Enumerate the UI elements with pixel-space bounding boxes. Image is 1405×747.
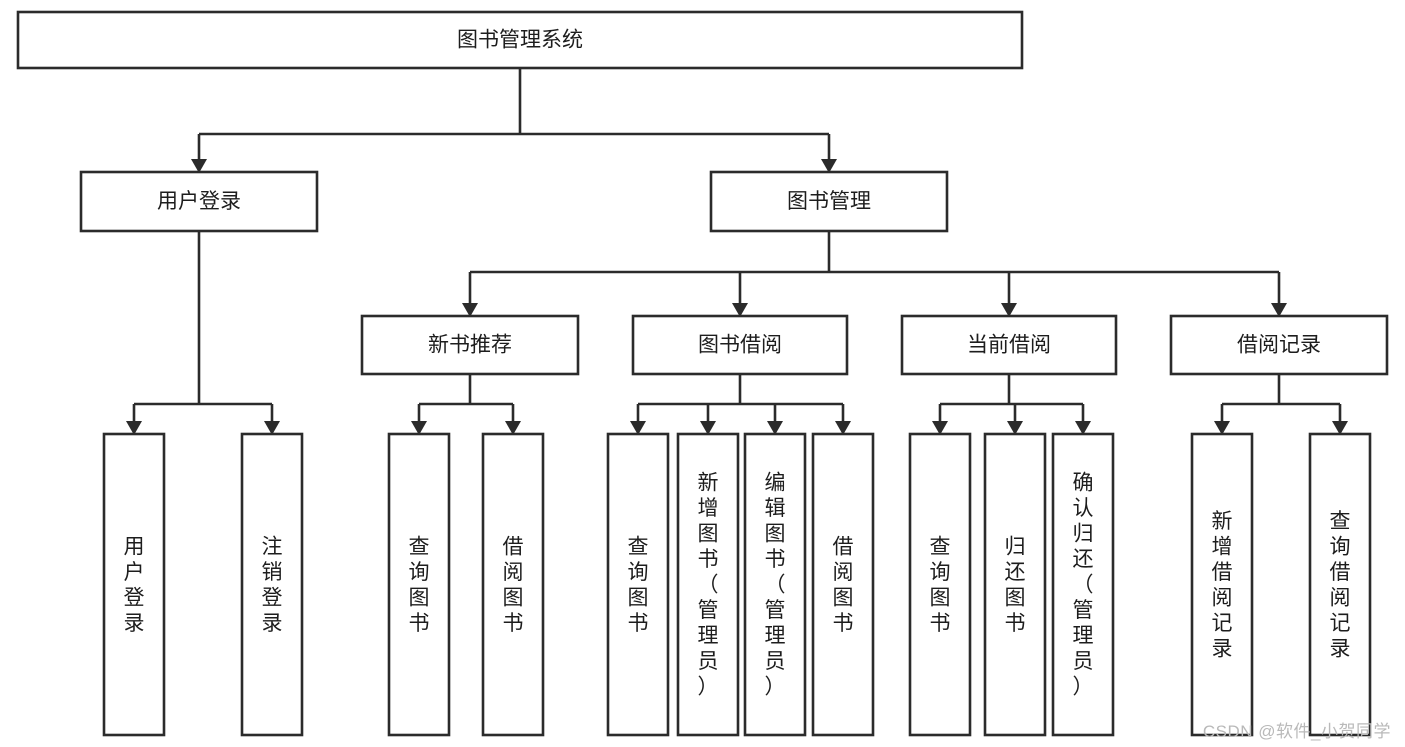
arrow-head-leaf-confirm-return	[1075, 421, 1091, 435]
node-leaf-borrow-book-new[interactable]: 借阅图书	[481, 432, 545, 737]
node-box-current-borrow	[900, 314, 1118, 376]
node-label-leaf-confirm-return: 确认归还（管理员）	[1073, 472, 1094, 699]
node-leaf-return-book[interactable]: 归还图书	[983, 432, 1047, 737]
node-box-leaf-logout	[240, 432, 304, 737]
node-leaf-query-book-borrow[interactable]: 查询图书	[606, 432, 670, 737]
node-box-book-borrow	[631, 314, 849, 376]
node-leaf-query-book-new[interactable]: 查询图书	[387, 432, 451, 737]
node-label-new-book-recommend: 新书推荐	[428, 334, 512, 357]
edges-from-new-book-recommend	[411, 374, 521, 435]
node-box-root	[16, 10, 1024, 70]
arrow-head-leaf-query-book-borrow	[630, 421, 646, 435]
node-label-leaf-edit-book: 编辑图书（管理员）	[765, 472, 786, 699]
node-box-leaf-query-record	[1308, 432, 1372, 737]
arrow-head-book-borrow	[732, 303, 748, 317]
node-box-leaf-query-book-borrow	[606, 432, 670, 737]
edges-from-user-login	[126, 231, 280, 435]
arrow-head-leaf-user-login	[126, 421, 142, 435]
node-box-leaf-query-book-current	[908, 432, 972, 737]
node-box-leaf-edit-book	[743, 432, 807, 737]
node-label-leaf-add-book: 新增图书（管理员）	[698, 472, 719, 699]
node-current-borrow[interactable]: 当前借阅	[900, 314, 1118, 376]
node-leaf-user-login[interactable]: 用户登录	[102, 432, 166, 737]
node-box-leaf-add-record	[1190, 432, 1254, 737]
node-label-leaf-borrow-book: 借阅图书	[833, 535, 854, 635]
node-label-leaf-query-record: 查询借阅记录	[1330, 510, 1351, 661]
node-label-book-manage: 图书管理	[787, 190, 871, 213]
node-layer: 图书管理系统用户登录图书管理新书推荐图书借阅当前借阅借阅记录用户登录注销登录查询…	[16, 10, 1389, 737]
node-borrow-record[interactable]: 借阅记录	[1169, 314, 1389, 376]
node-label-root: 图书管理系统	[457, 29, 583, 52]
node-box-leaf-borrow-book-new	[481, 432, 545, 737]
edges-from-borrow-record	[1214, 374, 1348, 435]
node-label-leaf-query-book-new: 查询图书	[409, 535, 430, 635]
node-new-book-recommend[interactable]: 新书推荐	[360, 314, 580, 376]
node-label-borrow-record: 借阅记录	[1237, 334, 1321, 357]
node-leaf-confirm-return[interactable]: 确认归还（管理员）	[1051, 432, 1115, 737]
node-label-leaf-user-login: 用户登录	[124, 535, 145, 635]
arrow-head-leaf-return-book	[1007, 421, 1023, 435]
arrow-head-leaf-query-record	[1332, 421, 1348, 435]
connector-layer	[126, 68, 1348, 435]
arrow-head-leaf-borrow-book	[835, 421, 851, 435]
node-label-user-login: 用户登录	[157, 190, 241, 213]
arrow-head-borrow-record	[1271, 303, 1287, 317]
node-box-new-book-recommend	[360, 314, 580, 376]
node-leaf-edit-book[interactable]: 编辑图书（管理员）	[743, 432, 807, 737]
node-book-borrow[interactable]: 图书借阅	[631, 314, 849, 376]
arrow-head-leaf-add-record	[1214, 421, 1230, 435]
node-label-leaf-return-book: 归还图书	[1005, 535, 1026, 635]
node-user-login[interactable]: 用户登录	[79, 170, 319, 233]
node-label-leaf-query-book-current: 查询图书	[930, 535, 951, 635]
node-label-leaf-logout: 注销登录	[262, 535, 283, 635]
node-box-leaf-confirm-return	[1051, 432, 1115, 737]
node-leaf-query-book-current[interactable]: 查询图书	[908, 432, 972, 737]
watermark-text: CSDN @软件_小贺同学	[1202, 722, 1391, 741]
node-box-user-login	[79, 170, 319, 233]
arrow-head-new-book-recommend	[462, 303, 478, 317]
arrow-head-leaf-query-book-new	[411, 421, 427, 435]
node-box-leaf-borrow-book	[811, 432, 875, 737]
arrow-head-leaf-logout	[264, 421, 280, 435]
node-leaf-borrow-book[interactable]: 借阅图书	[811, 432, 875, 737]
node-label-current-borrow: 当前借阅	[967, 334, 1051, 357]
node-leaf-add-record[interactable]: 新增借阅记录	[1190, 432, 1254, 737]
arrow-head-user-login	[191, 159, 207, 173]
node-box-borrow-record	[1169, 314, 1389, 376]
arrow-head-current-borrow	[1001, 303, 1017, 317]
edges-from-current-borrow	[932, 374, 1091, 435]
node-leaf-logout[interactable]: 注销登录	[240, 432, 304, 737]
node-book-manage[interactable]: 图书管理	[709, 170, 949, 233]
arrow-head-leaf-borrow-book-new	[505, 421, 521, 435]
node-box-leaf-return-book	[983, 432, 1047, 737]
node-box-leaf-user-login	[102, 432, 166, 737]
arrow-head-leaf-query-book-current	[932, 421, 948, 435]
arrow-head-leaf-add-book	[700, 421, 716, 435]
arrow-head-book-manage	[821, 159, 837, 173]
node-leaf-query-record[interactable]: 查询借阅记录	[1308, 432, 1372, 737]
node-leaf-add-book[interactable]: 新增图书（管理员）	[676, 432, 740, 737]
node-label-leaf-add-record: 新增借阅记录	[1212, 510, 1233, 661]
node-root[interactable]: 图书管理系统	[16, 10, 1024, 70]
edges-from-root	[191, 68, 837, 173]
node-box-leaf-add-book	[676, 432, 740, 737]
node-box-leaf-query-book-new	[387, 432, 451, 737]
node-label-leaf-borrow-book-new: 借阅图书	[503, 535, 524, 635]
edges-from-book-borrow	[630, 374, 851, 435]
edges-from-book-manage	[462, 231, 1287, 317]
node-label-book-borrow: 图书借阅	[698, 334, 782, 357]
node-box-book-manage	[709, 170, 949, 233]
node-label-leaf-query-book-borrow: 查询图书	[628, 535, 649, 635]
arrow-head-leaf-edit-book	[767, 421, 783, 435]
